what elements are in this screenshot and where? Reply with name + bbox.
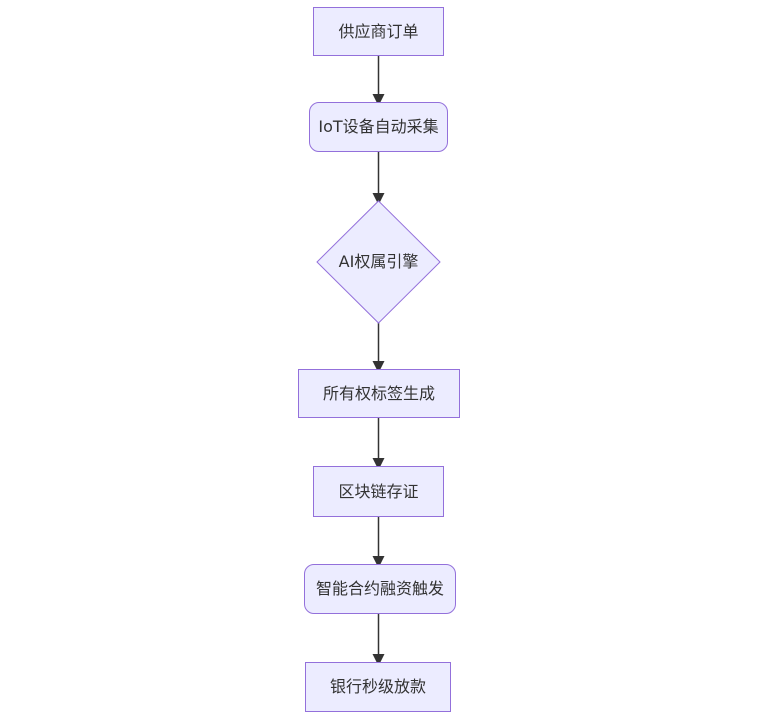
node-supplier-order-label: 供应商订单 [338, 21, 419, 41]
node-blockchain-attestation: 区块链存证 [313, 466, 444, 517]
node-ai-ownership-engine: AI权属引擎 [317, 201, 440, 323]
node-ai-ownership-engine-label: AI权属引擎 [338, 252, 419, 272]
node-iot-auto-collection-label: IoT设备自动采集 [318, 117, 439, 137]
node-blockchain-attestation-label: 区块链存证 [338, 481, 419, 501]
node-supplier-order: 供应商订单 [313, 7, 444, 56]
node-bank-instant-loan: 银行秒级放款 [305, 662, 451, 712]
node-bank-instant-loan-label: 银行秒级放款 [329, 677, 426, 697]
node-ownership-label-generation-label: 所有权标签生成 [322, 383, 435, 403]
decision-diamond-shape [316, 200, 441, 324]
node-smart-contract-financing-trigger: 智能合约融资触发 [304, 564, 456, 614]
node-iot-auto-collection: IoT设备自动采集 [309, 102, 448, 152]
node-ownership-label-generation: 所有权标签生成 [298, 369, 460, 418]
node-smart-contract-financing-trigger-label: 智能合约融资触发 [315, 579, 444, 599]
